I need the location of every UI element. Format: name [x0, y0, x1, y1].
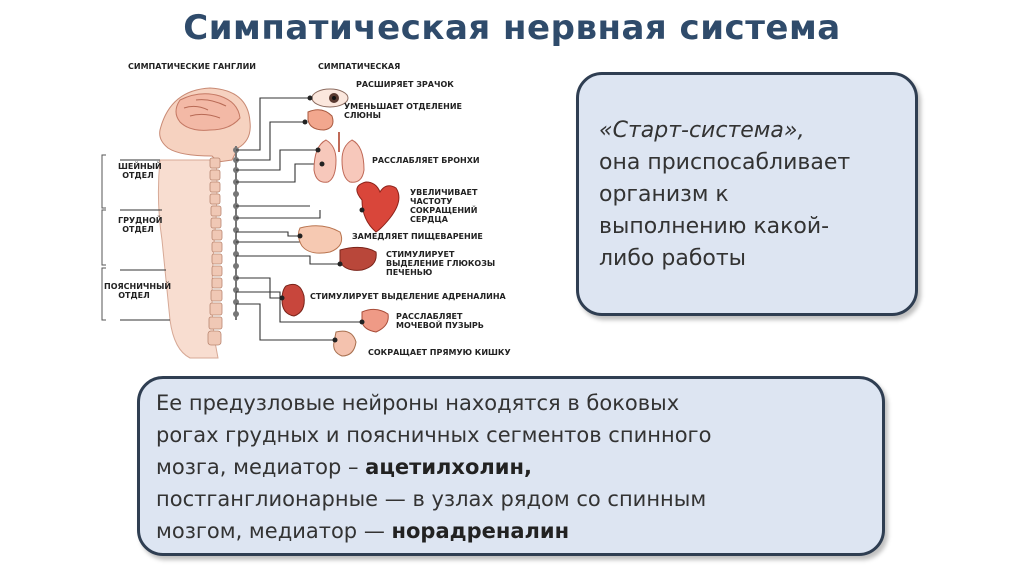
effect-bronchi: расслабляет бронхи: [372, 156, 480, 165]
description-line-4: постганглионарные — в узлах рядом со спи…: [156, 487, 707, 511]
effect-heart: увеличивает частоту сокращений сердца: [410, 188, 478, 224]
effect-rectum: сокращает прямую кишку: [368, 348, 511, 357]
callout-line-3: организм к: [599, 182, 729, 207]
effect-pupil: расширяет зрачок: [356, 80, 454, 89]
callout-line-4: выполнению какой-: [599, 214, 830, 239]
mediator-noradrenaline: норадреналин: [391, 519, 570, 543]
effect-glucose: стимулирует выделение глюкозы печенью: [386, 250, 496, 277]
description-line-2: рогах грудных и поясничных сегментов спи…: [156, 423, 712, 447]
neurons-description-box: Ее предузловые нейроны находятся в боков…: [137, 376, 885, 556]
start-system-callout: «Старт-система», она приспосабливает орг…: [576, 72, 918, 316]
label-sympathetic-header: симпатическая: [318, 62, 401, 71]
description-line-3: мозга, медиатор – ацетилхолин,: [156, 451, 868, 483]
label-lumbar-section: поясничный отдел: [104, 282, 172, 300]
label-thoracic-section: грудной отдел: [118, 216, 163, 234]
effect-digestion: замедляет пищеварение: [352, 232, 483, 241]
label-sympathetic-ganglia: симпатические ганглии: [128, 62, 256, 71]
effect-saliva: уменьшает отделение слюны: [344, 102, 462, 120]
label-cervical-section: шейный отдел: [118, 162, 162, 180]
sympathetic-system-diagram: симпатические ганглии симпатическая шейн…: [100, 60, 540, 370]
page-title: Симпатическая нервная система: [183, 8, 841, 48]
callout-line-1: «Старт-система»,: [599, 118, 805, 143]
callout-line-5: либо работы: [599, 246, 747, 271]
nervous-system-illustration: [101, 87, 400, 359]
description-line-5: мозгом, медиатор — норадреналин: [156, 515, 868, 547]
description-line-1: Ее предузловые нейроны находятся в боков…: [156, 391, 680, 415]
mediator-acetylcholine: ацетилхолин,: [365, 455, 532, 479]
effect-adrenaline: стимулирует выделение адреналина: [310, 292, 506, 301]
description-line-3-text: мозга, медиатор –: [156, 455, 366, 479]
callout-line-2: она приспосабливает: [599, 150, 851, 175]
effect-bladder: расслабляет мочевой пузырь: [396, 312, 484, 330]
description-line-5-text: мозгом, медиатор —: [156, 519, 392, 543]
